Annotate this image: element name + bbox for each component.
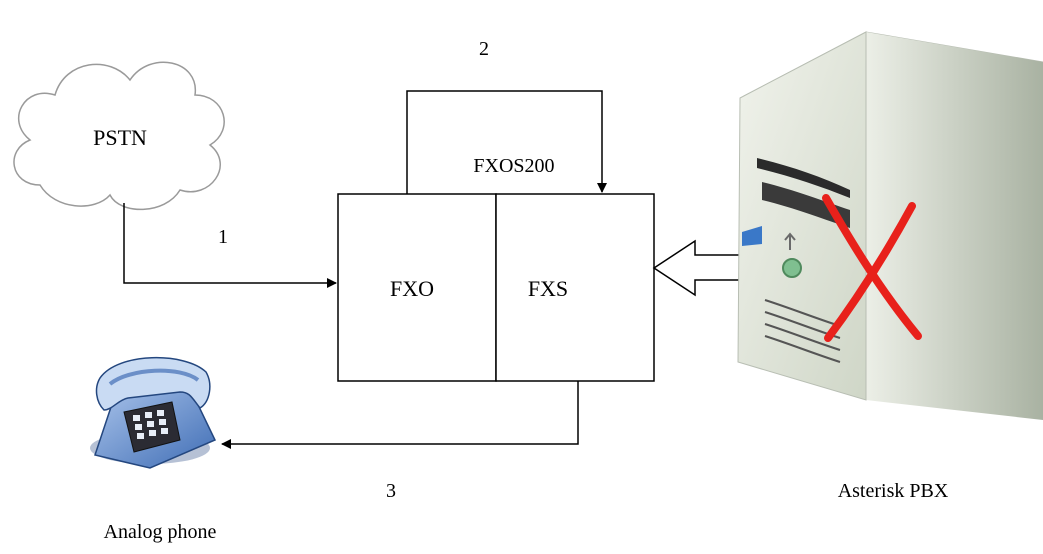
pstn-label: PSTN bbox=[93, 125, 147, 150]
edge-1-label: 1 bbox=[218, 226, 228, 248]
server-node: Asterisk PBX bbox=[737, 31, 1043, 502]
server-tower-icon bbox=[737, 31, 1043, 420]
server-link-arrow bbox=[652, 239, 742, 297]
edge-3-label: 3 bbox=[386, 480, 396, 502]
red-x-icon bbox=[822, 194, 922, 342]
device-name-label: FXOS200 bbox=[473, 155, 554, 177]
edge-2-line bbox=[406, 90, 607, 194]
pstn-node: PSTN bbox=[13, 61, 225, 211]
device-node: FXO FXS FXOS200 bbox=[337, 155, 655, 382]
edge-3: 3 bbox=[221, 381, 579, 502]
edge-1-line bbox=[123, 203, 337, 288]
server-label: Asterisk PBX bbox=[838, 480, 949, 502]
edge-3-line bbox=[221, 381, 579, 449]
fxs-label: FXS bbox=[528, 276, 568, 301]
edge-1: 1 bbox=[123, 203, 337, 288]
phone-label: Analog phone bbox=[104, 521, 217, 543]
fxo-label: FXO bbox=[390, 276, 434, 301]
fxs-port bbox=[495, 193, 655, 382]
edge-2: 2 bbox=[406, 38, 607, 194]
phone-node: Analog phone bbox=[90, 357, 217, 543]
edge-2-label: 2 bbox=[479, 38, 489, 60]
cloud-icon bbox=[13, 61, 225, 211]
telephone-icon bbox=[90, 357, 217, 469]
fxo-port bbox=[337, 193, 497, 382]
